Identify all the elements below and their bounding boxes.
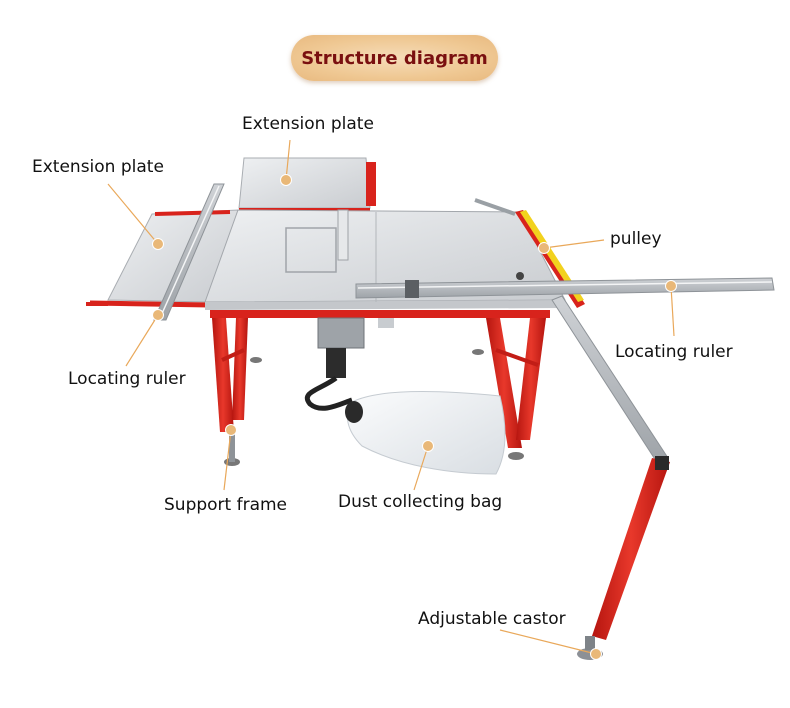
leader-extension-plate-top	[285, 139, 291, 181]
main-table-top	[204, 209, 566, 310]
leader-lines	[107, 139, 675, 655]
label-locating-ruler-right: Locating ruler	[615, 342, 733, 362]
leader-pulley	[543, 239, 605, 249]
left-locating-ruler	[153, 183, 225, 321]
marker-extension-plate-top	[280, 174, 292, 186]
marker-dust-bag	[422, 440, 434, 452]
leader-locating-ruler-right	[670, 285, 675, 337]
leader-extension-plate-left	[107, 183, 159, 245]
marker-adjustable-castor	[590, 648, 602, 660]
label-extension-plate-left: Extension plate	[32, 157, 164, 177]
motor	[305, 317, 394, 411]
label-pulley: pulley	[610, 229, 662, 249]
marker-extension-plate-left	[152, 238, 164, 250]
label-locating-ruler-left: Locating ruler	[68, 369, 186, 389]
marker-locating-ruler-right	[665, 280, 677, 292]
diagram-title-text: Structure diagram	[301, 47, 488, 69]
leader-dust-bag	[413, 445, 429, 491]
marker-support-frame	[225, 424, 237, 436]
label-support-frame: Support frame	[164, 495, 288, 515]
red-frame	[210, 310, 550, 466]
leader-adjustable-castor	[499, 629, 597, 655]
label-adjustable-castor: Adjustable castor	[418, 609, 566, 629]
label-dust-collecting-bag: Dust collecting bag	[338, 492, 503, 512]
leader-support-frame	[223, 429, 232, 491]
right-locating-ruler	[355, 277, 775, 299]
leader-locating-ruler-left	[125, 314, 159, 367]
back-extension-plate	[238, 157, 376, 212]
marker-pulley	[538, 242, 550, 254]
diagram-title: Structure diagram	[291, 35, 498, 81]
dust-bag	[345, 390, 506, 475]
label-extension-plate-top: Extension plate	[242, 114, 374, 134]
markers	[152, 174, 677, 660]
marker-locating-ruler-left	[152, 309, 164, 321]
